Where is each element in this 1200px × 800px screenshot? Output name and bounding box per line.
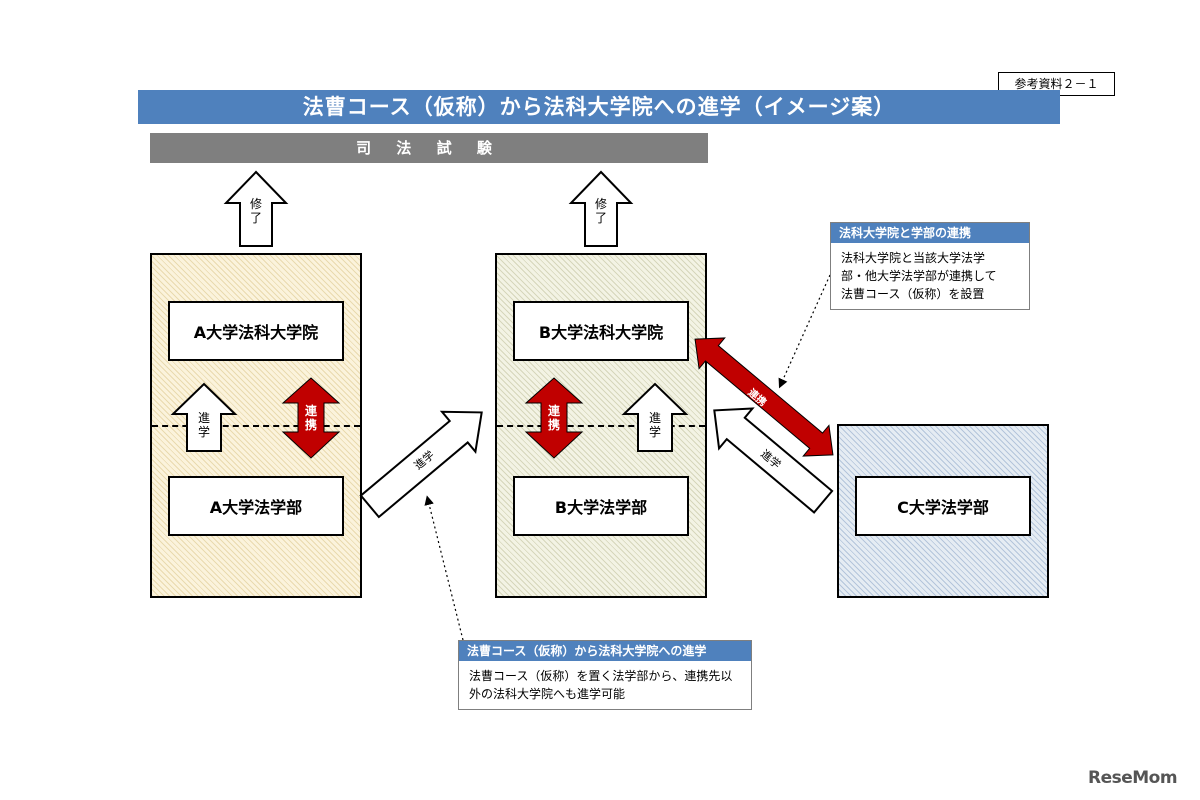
partner-label-a: 連携 [304, 404, 317, 432]
advance-label-b: 進学 [648, 411, 661, 439]
partner-label-b: 連携 [547, 404, 560, 432]
complete-arrow-b [568, 170, 634, 247]
callout-advancement: 法曹コース（仮称）から法科大学院への進学 法曹コース（仮称）を置く法学部から、連… [458, 640, 752, 710]
page-title: 法曹コース（仮称）から法科大学院への進学（イメージ案） [138, 90, 1060, 124]
bar-exam-label: 司 法 試 験 [150, 133, 708, 163]
partner-arrow-bc [694, 337, 834, 457]
callout-partnership-heading: 法科大学院と学部の連携 [831, 223, 1029, 243]
panel-b-divider [497, 425, 705, 427]
advance-arrow-cb [713, 407, 834, 514]
c-law-faculty-box: C大学法学部 [855, 476, 1031, 536]
advance-arrow-ab [359, 410, 483, 519]
callout-advancement-line: 外の法科大学院へも進学可能 [469, 687, 626, 701]
callout-partnership-body: 法科大学院と当該大学法学 部・他大学法学部が連携して 法曹コース（仮称）を設置 [831, 243, 1029, 309]
callout-partnership-line: 部・他大学法学部が連携して [841, 269, 997, 283]
complete-label-b: 修了 [594, 197, 607, 225]
b-law-faculty-box: B大学法学部 [513, 476, 689, 536]
a-law-school-box: A大学法科大学院 [168, 301, 344, 361]
partner-arrow-a [281, 377, 341, 459]
callout-advancement-heading: 法曹コース（仮称）から法科大学院への進学 [459, 641, 751, 661]
callout-partnership-line: 法曹コース（仮称）を設置 [841, 287, 985, 301]
complete-arrow-a [223, 170, 289, 247]
callout-top-leader [778, 274, 831, 389]
a-law-faculty-box: A大学法学部 [168, 476, 344, 536]
callout-partnership: 法科大学院と学部の連携 法科大学院と当該大学法学 部・他大学法学部が連携して 法… [830, 222, 1030, 310]
panel-a-divider [152, 425, 360, 427]
callout-advancement-line: 法曹コース（仮称）を置く法学部から、連携先以 [469, 669, 733, 683]
partner-arrow-b [524, 377, 584, 459]
callout-advancement-body: 法曹コース（仮称）を置く法学部から、連携先以 外の法科大学院へも進学可能 [459, 661, 751, 709]
callout-partnership-line: 法科大学院と当該大学法学 [841, 251, 986, 265]
complete-label-a: 修了 [249, 197, 262, 225]
advance-label-a: 進学 [197, 411, 210, 439]
advance-arrow-b [621, 382, 689, 452]
callout-bottom-leader [424, 495, 464, 641]
advance-arrow-a [170, 382, 238, 452]
b-law-school-box: B大学法科大学院 [513, 301, 689, 361]
resemom-logo: ReseMom [1088, 768, 1178, 788]
